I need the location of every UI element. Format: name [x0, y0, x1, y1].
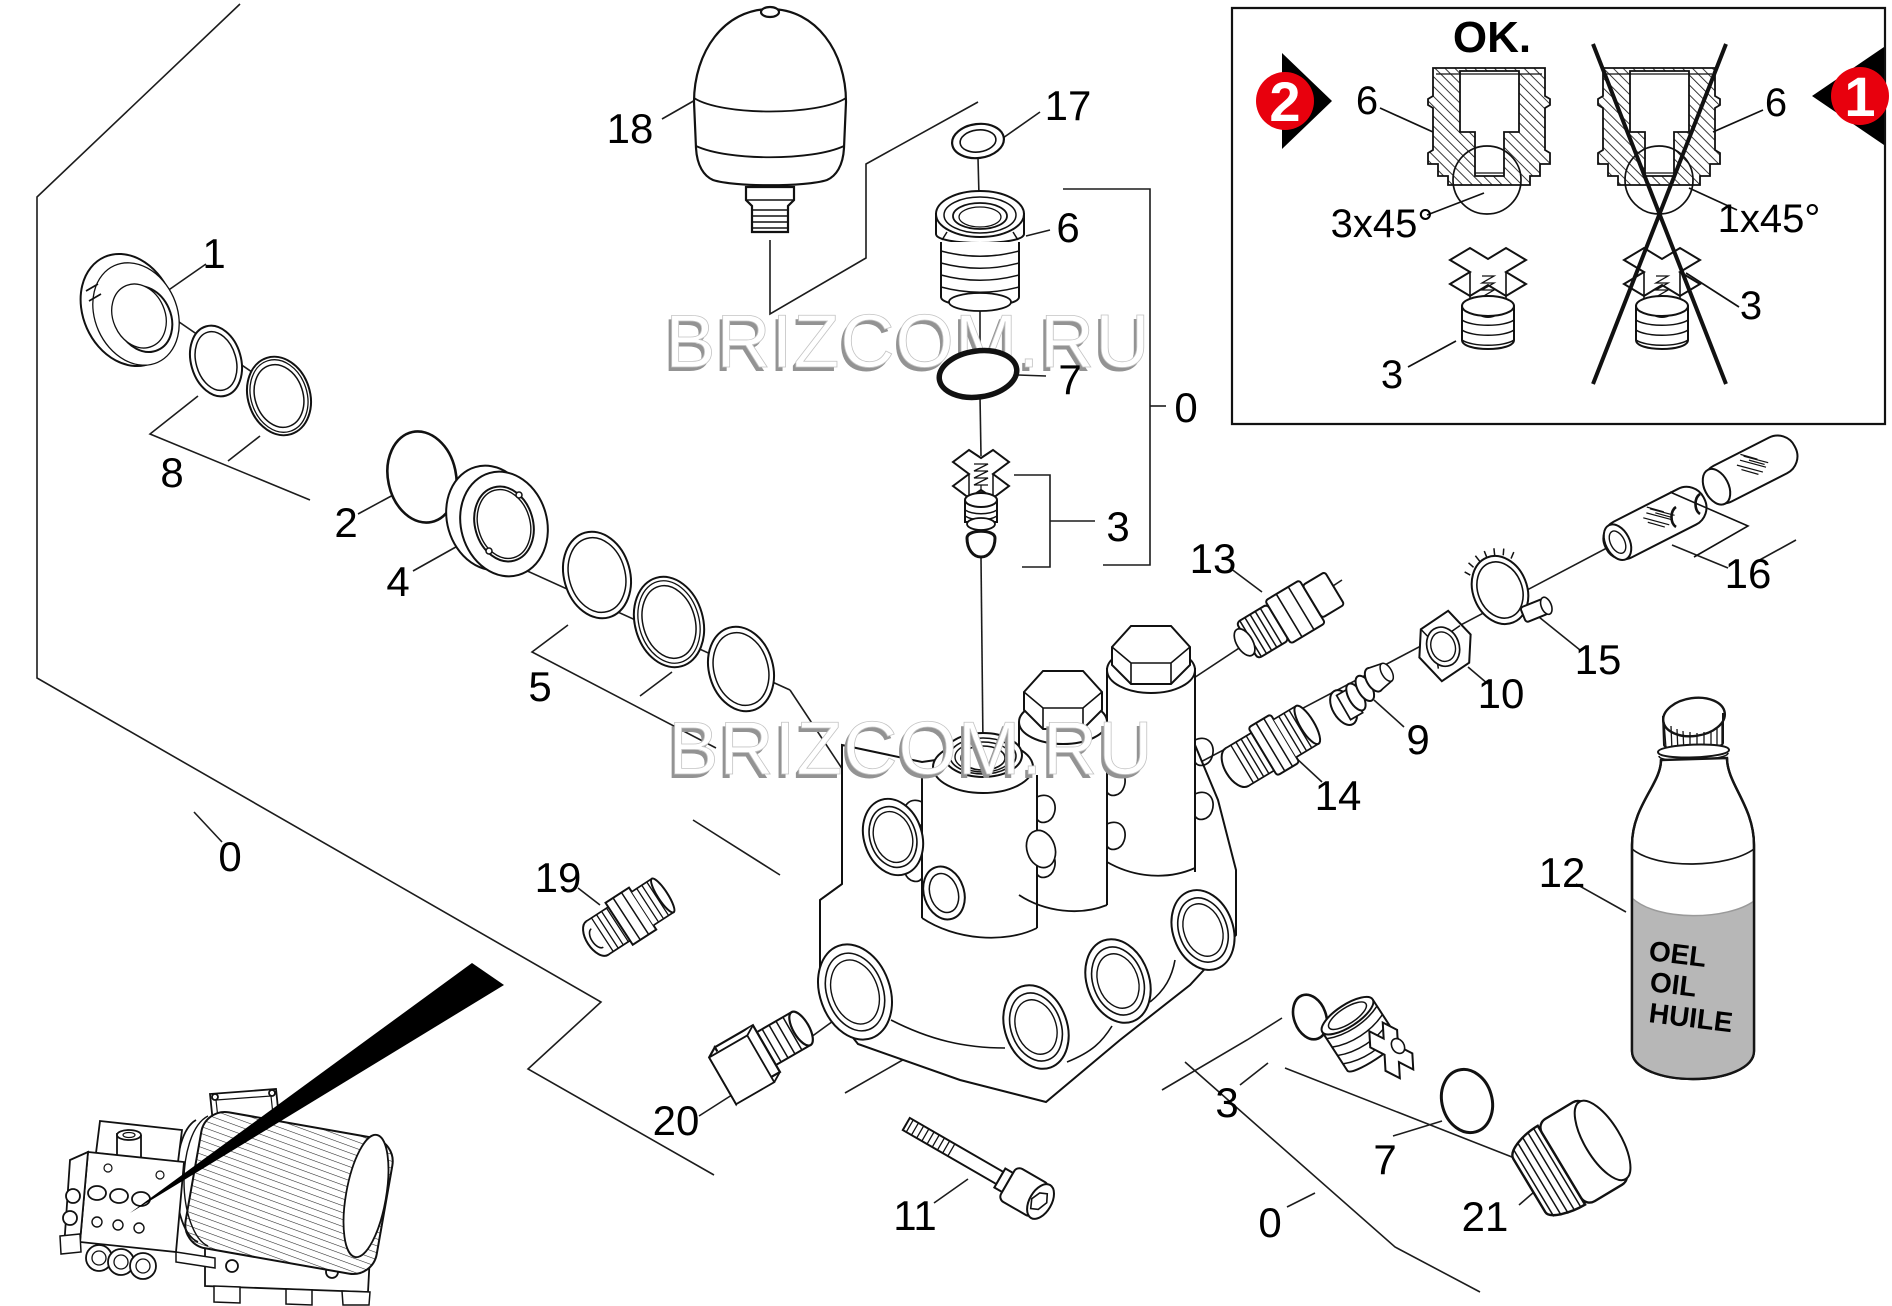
svg-text:15: 15 [1575, 636, 1622, 683]
svg-text:3: 3 [1740, 284, 1762, 328]
svg-text:BRIZCOM.RU: BRIZCOM.RU [663, 303, 1148, 387]
svg-text:3: 3 [1215, 1079, 1238, 1126]
svg-text:BRIZCOM.RU: BRIZCOM.RU [669, 706, 1154, 790]
svg-text:0: 0 [1174, 384, 1197, 431]
svg-text:19: 19 [535, 854, 582, 901]
svg-text:1: 1 [1844, 65, 1875, 128]
svg-text:OEL: OEL [1647, 935, 1708, 973]
svg-text:12: 12 [1539, 849, 1586, 896]
svg-text:13: 13 [1190, 535, 1237, 582]
svg-text:20: 20 [653, 1097, 700, 1144]
svg-text:1: 1 [202, 230, 225, 277]
svg-text:16: 16 [1725, 550, 1772, 597]
svg-text:14: 14 [1315, 772, 1362, 819]
svg-text:17: 17 [1045, 82, 1092, 129]
svg-text:2: 2 [1269, 70, 1300, 133]
svg-text:10: 10 [1478, 670, 1525, 717]
svg-text:0: 0 [1258, 1199, 1281, 1246]
svg-text:9: 9 [1406, 716, 1429, 763]
svg-text:4: 4 [386, 558, 409, 605]
svg-text:11: 11 [893, 1192, 937, 1239]
svg-text:7: 7 [1058, 356, 1081, 403]
svg-text:8: 8 [160, 449, 183, 496]
svg-text:OK.: OK. [1453, 13, 1531, 62]
svg-text:18: 18 [607, 105, 654, 152]
svg-text:5: 5 [528, 663, 551, 710]
svg-text:3: 3 [1381, 353, 1403, 397]
svg-text:21: 21 [1462, 1193, 1509, 1240]
svg-text:3: 3 [1106, 503, 1129, 550]
svg-text:1x45°: 1x45° [1718, 197, 1821, 241]
svg-text:BRIZCOM.RU: BRIZCOM.RU [666, 299, 1151, 383]
svg-text:6: 6 [1765, 81, 1787, 125]
svg-text:0: 0 [218, 833, 241, 880]
svg-text:6: 6 [1356, 79, 1378, 123]
svg-text:OIL: OIL [1648, 966, 1698, 1002]
svg-text:6: 6 [1056, 204, 1079, 251]
svg-text:2: 2 [334, 499, 357, 546]
svg-text:BRIZCOM.RU: BRIZCOM.RU [666, 710, 1151, 794]
svg-text:7: 7 [1373, 1136, 1396, 1183]
svg-text:3x45°: 3x45° [1331, 202, 1434, 246]
